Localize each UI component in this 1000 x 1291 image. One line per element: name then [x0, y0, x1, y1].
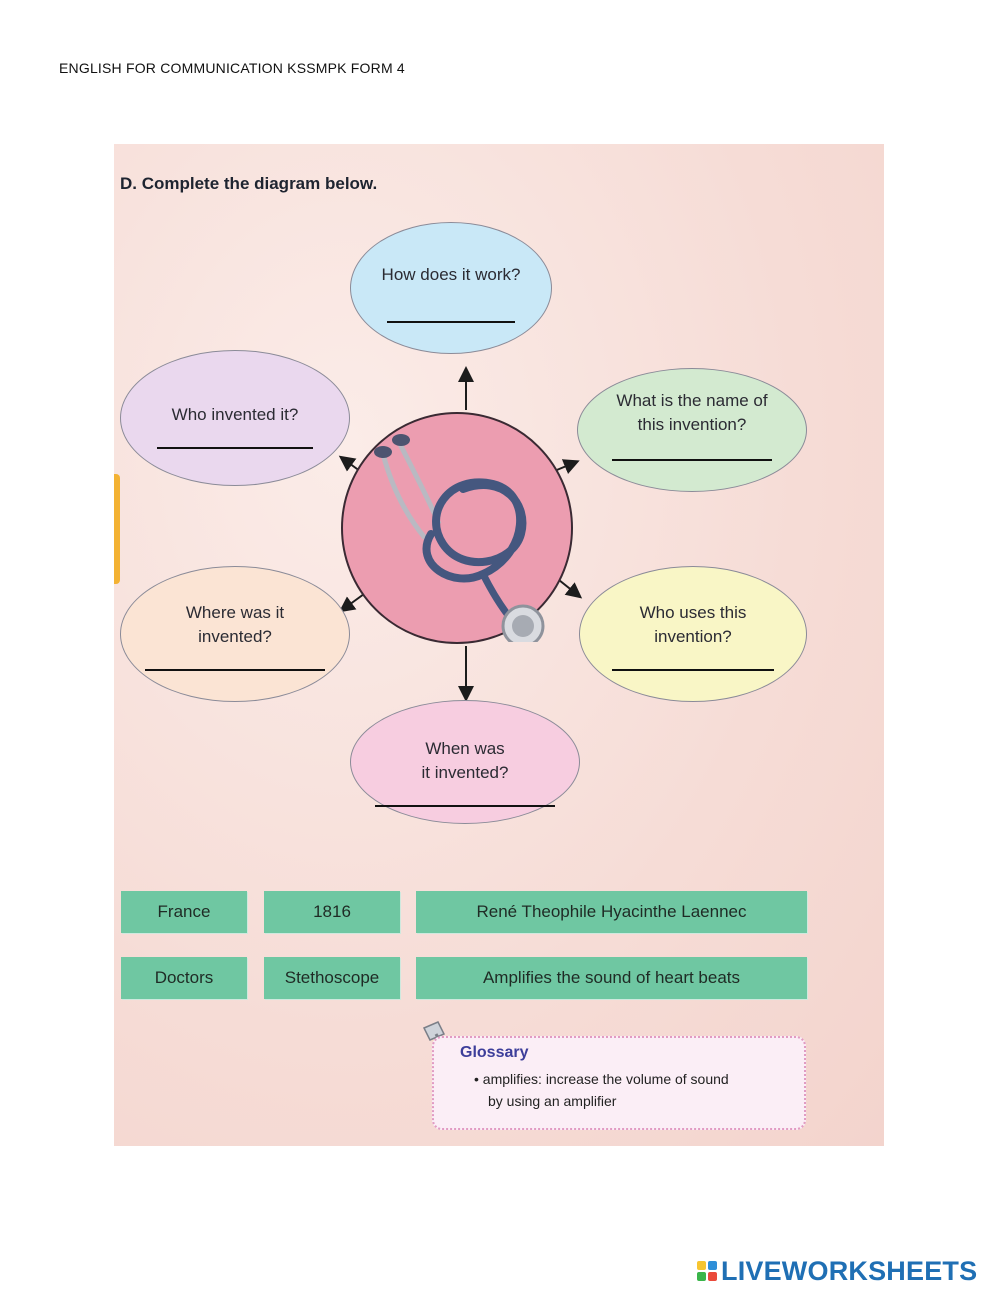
answer-blank[interactable]	[387, 321, 515, 323]
logo-tile	[697, 1272, 706, 1281]
answer-tile[interactable]: Amplifies the sound of heart beats	[416, 957, 807, 999]
glossary-bullet: •	[474, 1071, 479, 1087]
glossary-box: Glossary • amplifies: increase the volum…	[432, 1036, 806, 1130]
answer-tile[interactable]: René Theophile Hyacinthe Laennec	[416, 891, 807, 933]
side-tab	[114, 474, 120, 584]
center-circle	[341, 412, 573, 648]
bubble-where-invented: Where was it invented?	[120, 566, 350, 702]
bubble-question: it invented?	[421, 763, 509, 782]
bubble-question: What is the name of	[616, 391, 768, 410]
glossary-title: Glossary	[460, 1044, 529, 1061]
answer-blank[interactable]	[145, 669, 325, 671]
logo-tile	[697, 1261, 706, 1270]
answer-tile[interactable]: Doctors	[121, 957, 247, 999]
answer-blank[interactable]	[157, 447, 313, 449]
bubble-question: Where was it	[185, 603, 285, 622]
answer-tile[interactable]: Stethoscope	[264, 957, 400, 999]
bubble-question: Who invented it?	[171, 405, 299, 424]
bubble-question: invented?	[198, 627, 272, 646]
stethoscope-icon	[374, 434, 545, 648]
worksheet-panel: D. Complete the diagram below. How does …	[114, 144, 884, 1146]
logo-grid-icon	[697, 1261, 717, 1281]
answer-blank[interactable]	[612, 669, 774, 671]
liveworksheets-logo[interactable]: LIVEWORKSHEETS	[697, 1256, 977, 1286]
bubble-question: this invention?	[637, 415, 747, 434]
glossary-line: by using an amplifier	[488, 1093, 617, 1109]
glossary-text: • amplifies: increase the volume of soun…	[474, 1068, 794, 1112]
bubble-when-invented: When was it invented?	[350, 700, 580, 824]
bubble-who-uses: Who uses this invention?	[579, 566, 807, 702]
page-header: ENGLISH FOR COMMUNICATION KSSMPK FORM 4	[59, 60, 405, 76]
logo-tile	[708, 1272, 717, 1281]
logo-tile	[708, 1261, 717, 1270]
answer-tile[interactable]: 1816	[264, 891, 400, 933]
glossary-line: amplifies: increase the volume of sound	[482, 1071, 729, 1087]
bubble-question: Who uses this	[639, 603, 747, 622]
bubble-question: When was	[425, 739, 505, 758]
answer-blank[interactable]	[612, 459, 772, 461]
answer-blank[interactable]	[375, 805, 555, 807]
bubble-how-does-it-work: How does it work?	[350, 222, 552, 354]
brand-name: LIVEWORKSHEETS	[721, 1255, 978, 1286]
bubble-name-of-invention: What is the name of this invention?	[577, 368, 807, 492]
bubble-who-invented: Who invented it?	[120, 350, 350, 486]
panel-title: D. Complete the diagram below.	[120, 174, 378, 193]
bubble-question: invention?	[654, 627, 732, 646]
answer-tile[interactable]: France	[121, 891, 247, 933]
bubble-question: How does it work?	[381, 265, 521, 284]
